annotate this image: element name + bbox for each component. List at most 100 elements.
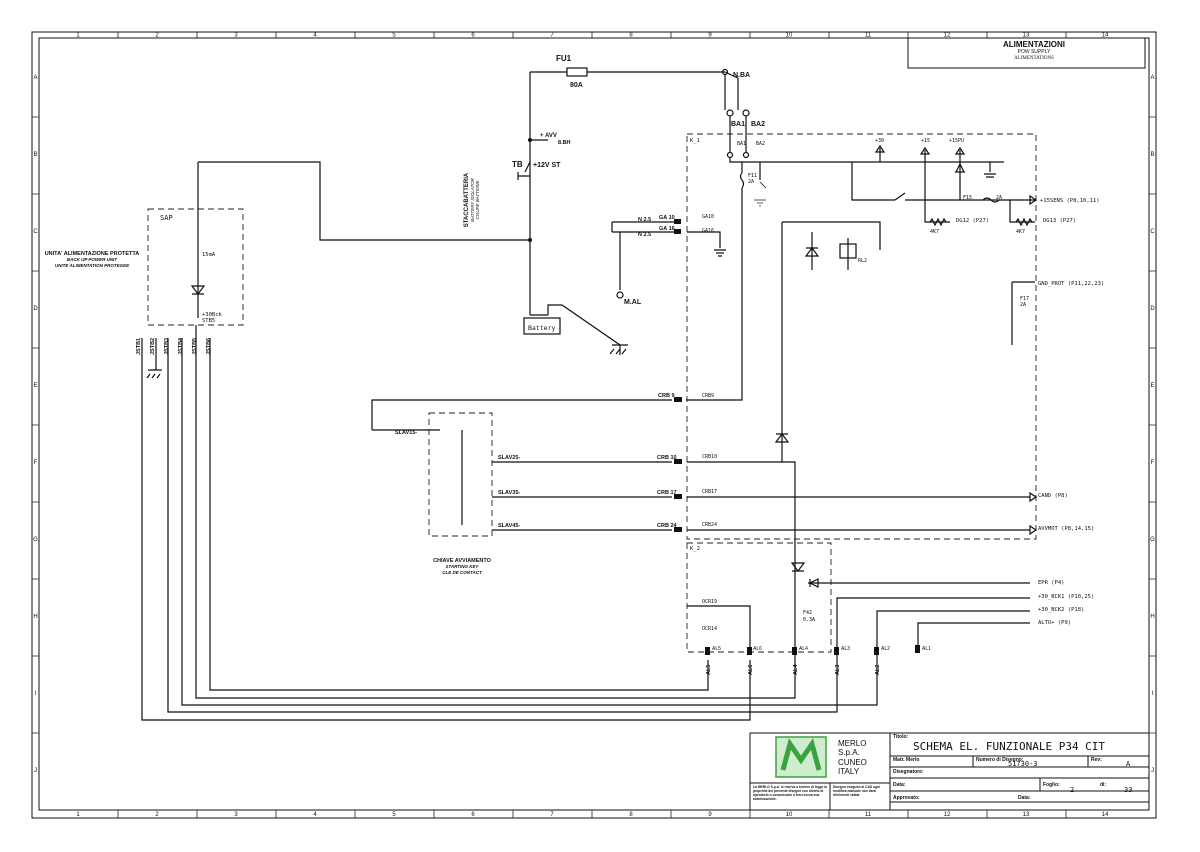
- gnd-prot-wire: [1011, 281, 1035, 345]
- jstb2-ground: [146, 369, 162, 379]
- ga10-int: GA10: [702, 214, 714, 220]
- col-2: 2: [155, 33, 159, 39]
- capacitor: [984, 162, 996, 178]
- key-switch-line: [894, 192, 1035, 201]
- p15-label: +15: [921, 138, 930, 144]
- cad-text: Disegno eseguito al CAD ogni modifica ma…: [833, 785, 881, 797]
- row-G: G: [33, 537, 38, 543]
- date2-label: Data:: [1018, 795, 1031, 801]
- k1-box: [686, 133, 1037, 540]
- col-12-b: 12: [944, 812, 951, 818]
- ups-label-it: UNITA' ALIMENTAZIONE PROTETTA: [45, 251, 140, 257]
- row-D: D: [33, 306, 38, 312]
- jstb3-label: JSTB3: [164, 338, 170, 355]
- column-index-top: 1 2 3 4 5 6 7 8 9 10 11 12 13 14: [76, 33, 1109, 39]
- drawing-no: 51730-3: [1008, 760, 1038, 768]
- of-label: di:: [1100, 782, 1106, 788]
- stacca-it: STACCABATTERIA: [464, 172, 470, 227]
- crb9-pin: [674, 397, 682, 402]
- k2-wires: [790, 562, 1030, 660]
- tb-label: TB: [512, 160, 523, 169]
- r4k7a-label: 4K7: [930, 229, 939, 235]
- column-index-bottom: 1 2 3 4 5 6 7 8 9 10 11 12 13 14: [76, 812, 1109, 818]
- jstb5-label: JSTB5: [192, 338, 198, 355]
- ba2-label: BA2: [751, 121, 765, 128]
- row-ticks: [32, 116, 1156, 734]
- col-10: 10: [786, 33, 793, 39]
- crb-wires: [492, 461, 672, 531]
- nba-terminal: [721, 68, 729, 76]
- col-11-b: 11: [865, 812, 872, 818]
- col-14-b: 14: [1102, 812, 1109, 818]
- alto-label: ALTO+ (P9): [1038, 620, 1071, 626]
- company-line3: CUNEO: [838, 758, 867, 767]
- fu1-fuse: [566, 67, 588, 77]
- ga16-pin: [674, 229, 681, 234]
- al1-label: AL1: [922, 646, 931, 652]
- al4-v: AL4: [793, 664, 799, 675]
- p15-arrow: [919, 146, 931, 200]
- approved-label: Approvato:: [893, 795, 920, 801]
- mal-label: M.AL: [624, 299, 642, 306]
- cand-avvmot-arrows: [1029, 491, 1038, 536]
- battery-wire: [529, 240, 621, 355]
- avv-label: + AVV: [540, 133, 557, 139]
- title-value: SCHEMA EL. FUNZIONALE P34 CIT: [913, 740, 1105, 753]
- crb17-int: CRB17: [702, 489, 717, 495]
- crb9-wire: [371, 399, 672, 430]
- jstb-connectors: JSTB1 JSTB2 JSTB3 JSTB4 JSTB5 JSTB6: [136, 337, 212, 355]
- diode-crb10: [774, 433, 790, 443]
- sap-stb5: STB5: [202, 318, 215, 324]
- ocr14-label: OCR14: [702, 626, 717, 632]
- slav25-label: SLAV25-: [498, 455, 520, 461]
- row-J-r: J: [1151, 768, 1154, 774]
- al6-v: AL6: [748, 665, 754, 675]
- inner-frame: [38, 37, 1150, 811]
- slav35-label: SLAV35-: [498, 490, 520, 496]
- ba2-int-pin: [742, 151, 750, 159]
- ocr19-wire: [687, 605, 751, 650]
- col-12: 12: [944, 33, 951, 39]
- battery-ground: [609, 344, 628, 355]
- crb24-label: CRB 24: [657, 523, 678, 529]
- jstb4-label: JSTB4: [178, 337, 184, 355]
- dg12-label: DG12 (P27): [956, 218, 989, 224]
- varistor-ground: [754, 181, 767, 207]
- epr-label: EPR (P4): [1038, 580, 1065, 586]
- col-1-b: 1: [76, 812, 80, 818]
- slav15-label: SLAV15-: [395, 430, 417, 436]
- jstb2-label: JSTB2: [150, 338, 156, 355]
- k2-label: K_2: [690, 546, 700, 552]
- p15pu-arrow: [954, 146, 966, 200]
- sap-label: SAP: [160, 214, 173, 222]
- rev-label: Rev:: [1091, 757, 1102, 763]
- row-E-r: E: [1150, 383, 1154, 389]
- col-10-b: 10: [786, 812, 793, 818]
- col-5-b: 5: [392, 812, 396, 818]
- rev-value: A: [1126, 760, 1131, 768]
- crb17-pin: [674, 494, 682, 499]
- jstb1-label: JSTB1: [136, 338, 142, 355]
- sap-box: [147, 208, 244, 326]
- column-ticks: [117, 32, 1067, 818]
- key-switch-box: [428, 412, 493, 537]
- col-4: 4: [313, 33, 317, 39]
- gnd-prot-label: GND_PROT (P11,22,23): [1038, 281, 1104, 287]
- row-H: H: [33, 614, 37, 620]
- ups-label-fr: UNITE ALIMENTATION PROTEGEE: [55, 263, 130, 268]
- sheet-value: 2: [1070, 786, 1074, 794]
- f11-label: F11: [748, 173, 757, 179]
- row-index-left: A B C D E F G H I J: [33, 75, 38, 774]
- col-7-b: 7: [550, 812, 554, 818]
- row-C-r: C: [1150, 229, 1155, 235]
- row-G-r: G: [1150, 537, 1155, 543]
- outer-frame: [31, 31, 1157, 819]
- avv-node: [528, 138, 532, 142]
- resistor-a: [929, 217, 947, 227]
- row-I: I: [35, 691, 37, 697]
- al2-label: AL2: [881, 646, 890, 652]
- col-3-b: 3: [234, 812, 238, 818]
- crb10-label: CRB 10: [657, 455, 677, 461]
